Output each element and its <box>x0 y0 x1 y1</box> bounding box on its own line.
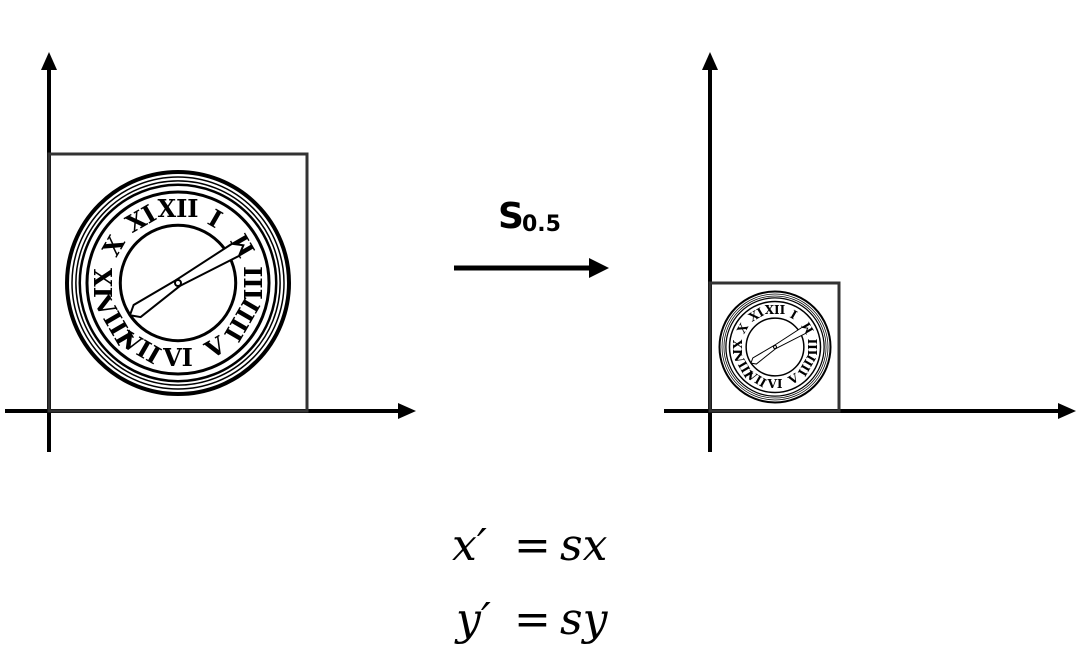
left-x-arrowhead <box>398 403 416 419</box>
transform-label: S 0.5 <box>498 196 561 237</box>
clock-left-numeral: III <box>238 266 267 300</box>
clock-right-numeral: XII <box>765 303 786 317</box>
left-y-arrowhead <box>41 52 57 70</box>
clock-right-numeral: IX <box>731 339 745 355</box>
transform-symbol: S <box>498 196 524 237</box>
equations: x′ = sx y′ = sy <box>452 520 609 645</box>
clock-right-numeral: III <box>805 339 819 356</box>
clock-icon-scaled: XIIIIIIIIIIIIVVIVIIVIIIIXXXI <box>718 290 832 404</box>
equation-x-rhs: sx <box>560 520 608 571</box>
left-bounding-box <box>47 152 309 413</box>
right-axes <box>664 52 1076 452</box>
transform-subscript: 0.5 <box>522 212 561 237</box>
clock-left-center-pin <box>174 279 182 287</box>
equation-y-lhs: y′ <box>454 594 491 645</box>
clock-left-numeral: IX <box>89 268 118 298</box>
clock-left-numeral: XII <box>157 194 198 223</box>
clock-right-center-pin <box>773 345 777 349</box>
clock-left-numeral: VI <box>162 343 193 372</box>
right-y-arrowhead <box>702 52 718 70</box>
clock-icon: XIIIIIIIIIIIIVVIVIIVIIIIXXXI <box>65 170 291 396</box>
clock-right-numeral: VI <box>767 377 783 391</box>
clock-right-numeral: XI <box>746 305 766 325</box>
right-bounding-box <box>708 281 841 413</box>
right-x-arrowhead <box>1058 403 1076 419</box>
equation-y-rhs: sy <box>560 594 609 645</box>
equation-x-lhs: x′ <box>452 520 487 571</box>
arrow-right-icon <box>454 258 609 278</box>
equation-y-equals: = <box>514 594 551 645</box>
equation-x-equals: = <box>514 520 551 571</box>
